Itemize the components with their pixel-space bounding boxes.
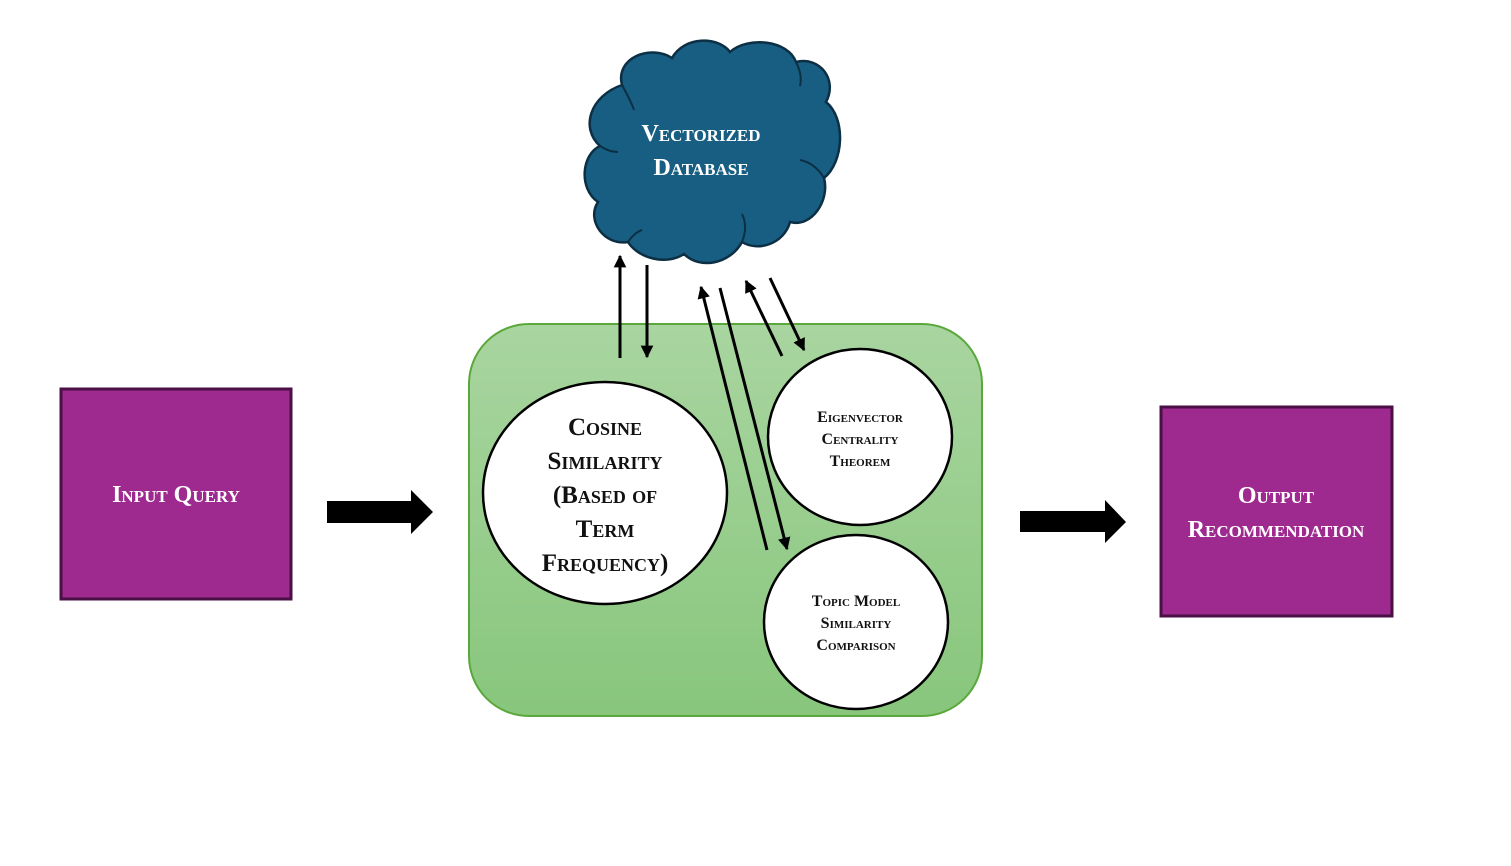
cosine-similarity-circle — [481, 380, 729, 606]
cosine-similarity-node: Cosine Similarity (Based of Term Frequen… — [481, 380, 729, 606]
cloud-crease — [627, 229, 643, 243]
arrow-database-to-eigenvector — [768, 277, 806, 352]
cloud-crease — [799, 159, 825, 179]
vectorized-database-label-line2: Database — [653, 155, 748, 181]
cosine-label-line1: Cosine — [568, 414, 642, 441]
cosine-label-line5: Frequency) — [542, 550, 669, 577]
topic-label-line2: Similarity — [821, 615, 892, 632]
eigenvector-label-line1: Eigenvector — [817, 409, 904, 426]
cloud-crease — [795, 61, 802, 87]
cloud-crease — [599, 145, 619, 153]
arrow-database-to-topic — [718, 287, 791, 551]
topic-label-line1: Topic Model — [812, 593, 900, 610]
arrow-eigenvector-to-database — [744, 279, 784, 357]
output-label-line1: Output — [1238, 483, 1315, 509]
cosine-label-line4: Term — [576, 516, 635, 543]
output-recommendation-box — [1159, 405, 1394, 618]
output-recommendation-node: Output Recommendation — [1159, 405, 1394, 618]
cosine-label-line2: Similarity — [548, 448, 663, 475]
block-arrow-input-to-methods — [327, 490, 433, 534]
topic-label-line3: Comparison — [816, 637, 895, 654]
eigenvector-label-line3: Theorem — [830, 453, 891, 470]
cosine-label-line3: (Based of — [553, 482, 657, 509]
input-query-box — [59, 387, 293, 601]
vectorized-database-label-line1: Vectorized — [641, 121, 760, 147]
eigenvector-centrality-circle — [766, 347, 954, 527]
input-query-label: Input Query — [112, 482, 240, 508]
cloud-crease — [741, 213, 746, 243]
block-arrow-methods-to-output — [1020, 500, 1126, 543]
topic-model-similarity-circle — [762, 533, 950, 711]
input-query-node: Input Query — [59, 387, 293, 601]
cloud-icon — [583, 39, 842, 265]
topic-model-similarity-node: Topic Model Similarity Comparison — [762, 533, 950, 711]
output-label-line2: Recommendation — [1188, 517, 1365, 543]
eigenvector-label-line2: Centrality — [822, 431, 899, 448]
cloud-crease — [621, 84, 635, 111]
eigenvector-centrality-node: Eigenvector Centrality Theorem — [766, 347, 954, 527]
arrow-topic-to-database — [697, 285, 769, 551]
vectorized-database-node: Vectorized Database — [583, 39, 842, 265]
